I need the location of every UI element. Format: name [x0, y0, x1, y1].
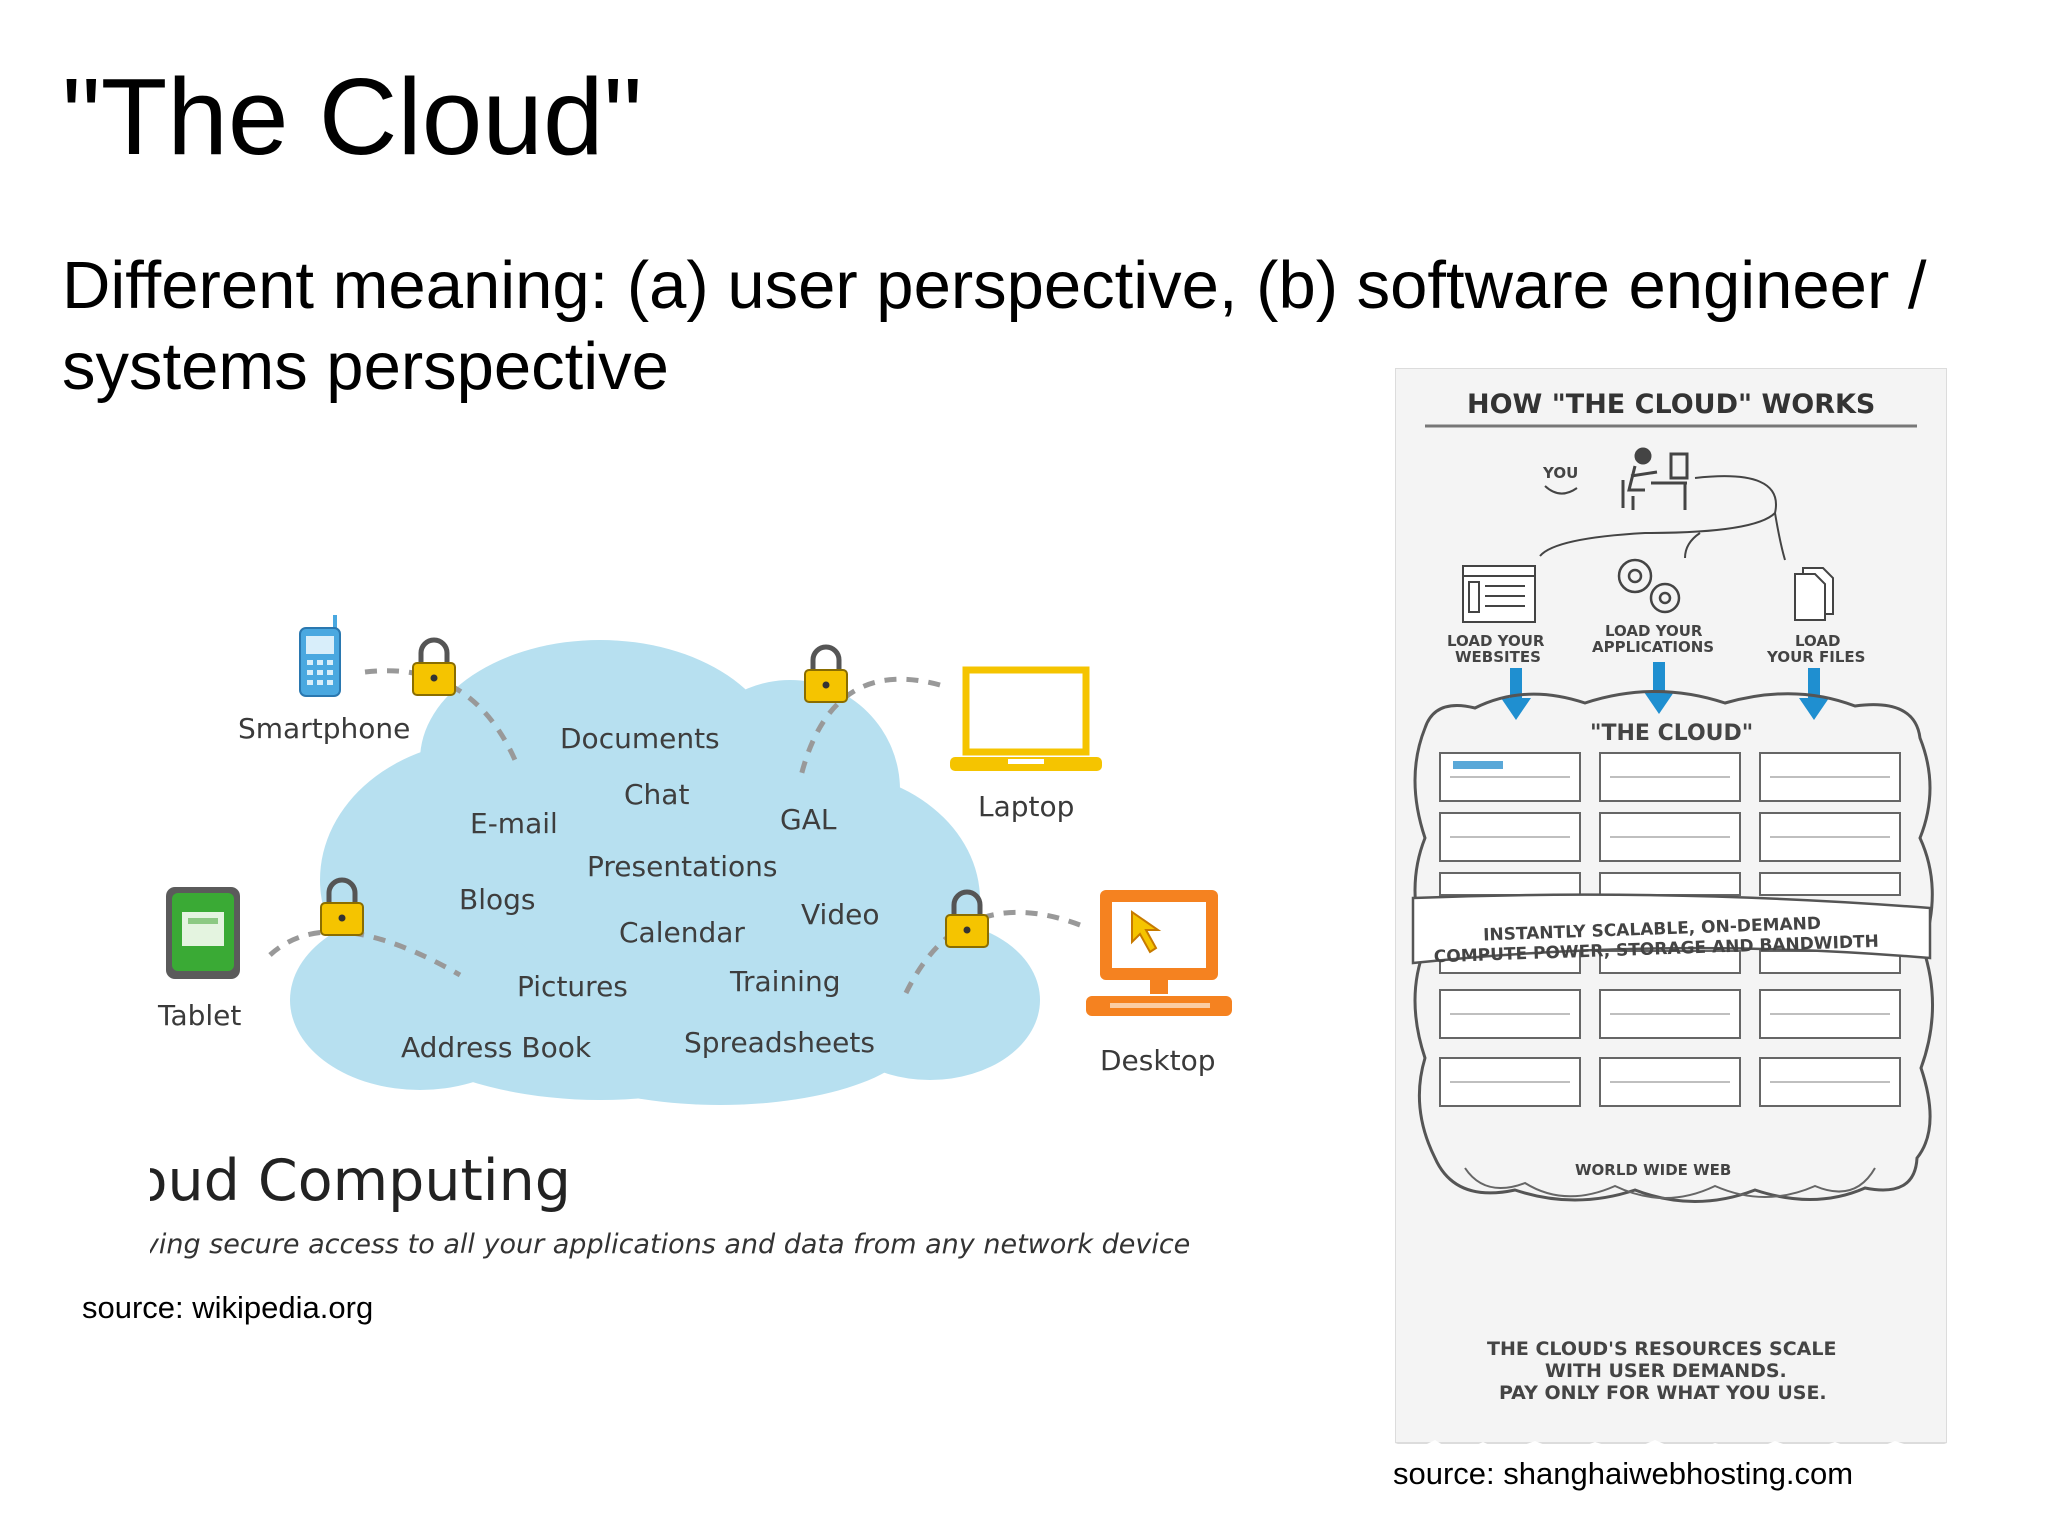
torn-edge — [1395, 1440, 1947, 1463]
load-files-label-2: YOUR FILES — [1766, 648, 1865, 666]
service-label: Blogs — [459, 883, 535, 916]
service-label: Presentations — [587, 850, 777, 883]
source-caption-shanghaiwebhosting: source: shanghaiwebhosting.com — [1393, 1456, 1854, 1491]
server-rack-details — [1450, 776, 1890, 1083]
service-label: Video — [801, 898, 879, 931]
service-label: GAL — [780, 803, 837, 836]
footer-line-2: WITH USER DEMANDS. — [1545, 1360, 1787, 1382]
load-files-label-1: LOAD — [1795, 632, 1840, 650]
cloud-computing-diagram: Smartphone Laptop Tablet Desktop Documen… — [150, 615, 1232, 1260]
lock-icon — [804, 644, 848, 703]
gears-icon — [1617, 558, 1681, 614]
service-label: Documents — [560, 722, 720, 755]
load-websites-label-1: LOAD YOUR — [1447, 632, 1545, 650]
service-label: E-mail — [470, 807, 558, 840]
you-arrow — [1544, 485, 1578, 495]
banner — [1411, 893, 1932, 965]
www-outline — [1464, 1167, 1876, 1199]
desktop-icon — [1086, 890, 1232, 1016]
service-label: Training — [729, 965, 840, 998]
load-websites-label-2: WEBSITES — [1455, 648, 1541, 666]
service-label: Chat — [624, 778, 689, 811]
device-label-smartphone: Smartphone — [238, 712, 410, 745]
infographic-title: HOW "THE CLOUD" WORKS — [1467, 389, 1875, 420]
smartphone-icon — [299, 615, 341, 697]
person-at-desk-icon — [1621, 447, 1689, 510]
files-icon — [1794, 567, 1834, 621]
footer-line-1: THE CLOUD'S RESOURCES SCALE — [1487, 1338, 1836, 1360]
service-label: Spreadsheets — [684, 1026, 875, 1059]
laptop-icon — [950, 666, 1102, 771]
cloud-outline — [1413, 690, 1934, 1203]
cloud-label: "THE CLOUD" — [1590, 721, 1753, 746]
load-applications-label-2: APPLICATIONS — [1592, 638, 1714, 656]
www-label: WORLD WIDE WEB — [1575, 1161, 1731, 1179]
website-icon — [1462, 565, 1536, 623]
diagram-tagline: Having secure access to all your applica… — [150, 1229, 1190, 1260]
service-label: Address Book — [401, 1031, 592, 1064]
load-applications-label-1: LOAD YOUR — [1605, 622, 1703, 640]
tablet-icon — [166, 887, 240, 979]
lock-icon — [320, 877, 364, 936]
lock-icon — [412, 637, 456, 696]
footer-line-3: PAY ONLY FOR WHAT YOU USE. — [1499, 1382, 1827, 1404]
device-label-tablet: Tablet — [157, 999, 241, 1032]
how-the-cloud-works-infographic: HOW "THE CLOUD" WORKS YOU LOAD YOUR WEBS… — [1395, 368, 1947, 1463]
connector-desktop — [902, 910, 1081, 997]
cloud-shape — [290, 640, 1040, 1105]
lock-icon — [945, 889, 989, 948]
connector-laptop — [797, 676, 941, 781]
service-label: Pictures — [517, 970, 628, 1003]
slide-title: "The Cloud" — [62, 56, 643, 178]
service-label: Calendar — [619, 916, 745, 949]
active-server-highlight — [1453, 761, 1503, 769]
you-label: YOU — [1542, 464, 1578, 482]
device-label-desktop: Desktop — [1100, 1044, 1215, 1077]
source-caption-wikipedia: source: wikipedia.org — [82, 1290, 374, 1325]
diagram-heading: Cloud Computing — [150, 1148, 571, 1214]
flow-arrows — [1539, 475, 1786, 561]
device-label-laptop: Laptop — [978, 790, 1074, 823]
slide-subtitle: Different meaning: (a) user perspective,… — [62, 248, 1927, 404]
